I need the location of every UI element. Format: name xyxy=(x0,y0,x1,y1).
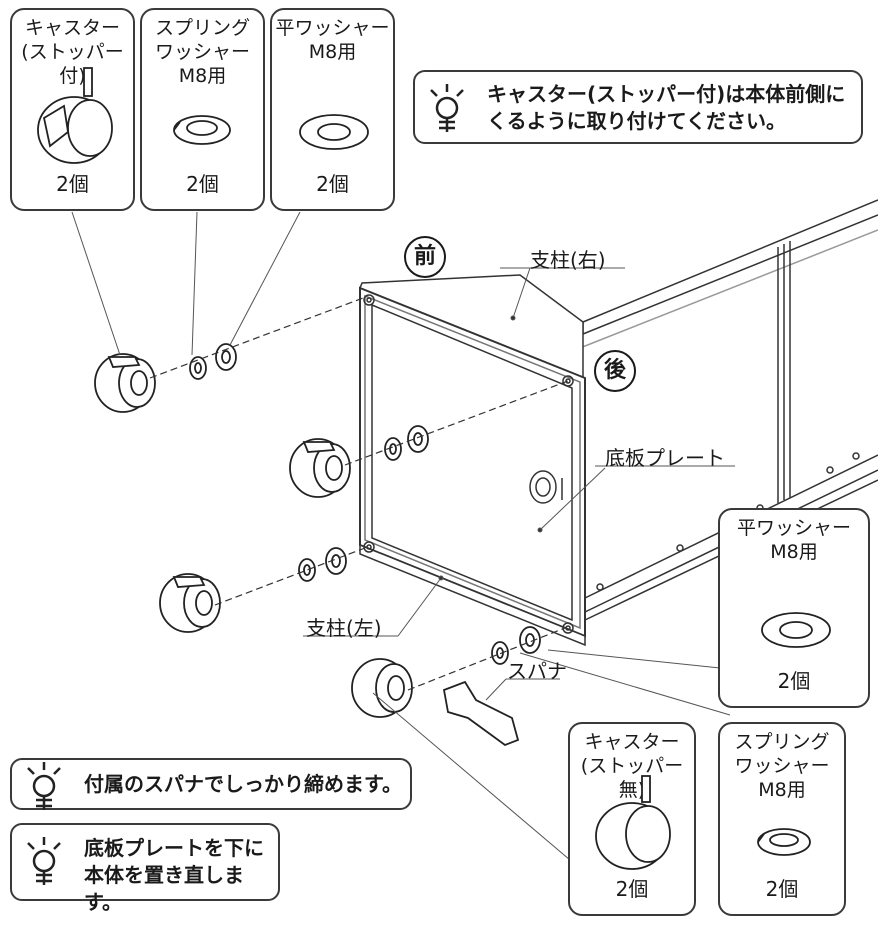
spring-washer-icon xyxy=(173,115,231,145)
note-text: キャスター(ストッパー付)は本体前側に くるように取り付けてください。 xyxy=(487,82,846,133)
part-quantity: 2個 xyxy=(777,669,811,693)
part-box-caster: キャスター (ストッパー無) 2個 xyxy=(568,722,696,916)
part-quantity: 2個 xyxy=(186,172,219,196)
part-box-spring-washer: スプリング ワッシャー M8用 2個 xyxy=(140,8,265,211)
label-bottom-plate: 底板プレート xyxy=(605,446,725,470)
pointing-hand-icon xyxy=(27,762,61,810)
note-text: 付属のスパナでしっかり締めます。 xyxy=(84,772,402,796)
note-spanner: 付属のスパナでしっかり締めます。 xyxy=(10,758,412,810)
part-name: キャスター (ストッパー無) xyxy=(580,731,684,801)
flat-washer-icon xyxy=(761,612,831,648)
part-quantity: 2個 xyxy=(615,877,649,901)
part-box-flat-washer-right: 平ワッシャー M8用 2個 xyxy=(718,508,870,708)
part-box-caster-with-stopper: キャスター (ストッパー付) 2個 xyxy=(10,8,135,211)
label-spanner: スパナ xyxy=(507,659,567,683)
part-name: キャスター (ストッパー付) xyxy=(21,17,124,87)
label-pillar-left: 支柱(左) xyxy=(306,616,382,640)
pointing-hand-icon xyxy=(27,837,61,885)
part-name: スプリング ワッシャー M8用 xyxy=(154,17,250,87)
part-name: スプリング ワッシャー M8用 xyxy=(734,731,830,801)
part-name: 平ワッシャー M8用 xyxy=(275,17,390,63)
caster-with-stopper-icon xyxy=(37,67,113,164)
flat-washer-icon xyxy=(299,114,369,150)
caster-icon xyxy=(595,775,671,870)
note-reposition: 底板プレートを下に 本体を置き直します。 xyxy=(10,823,280,914)
spring-washer-icon xyxy=(757,828,811,856)
front-marker: 前 xyxy=(404,236,446,278)
part-name: 平ワッシャー M8用 xyxy=(736,517,851,563)
part-quantity: 2個 xyxy=(316,172,349,196)
note-text: 底板プレートを下に 本体を置き直します。 xyxy=(84,836,264,914)
part-box-spring-washer-right: スプリング ワッシャー M8用 2個 xyxy=(718,722,846,916)
back-marker: 後 xyxy=(594,350,636,392)
note-caster-front: キャスター(ストッパー付)は本体前側に くるように取り付けてください。 xyxy=(413,70,863,144)
label-pillar-right: 支柱(右) xyxy=(530,248,606,272)
part-quantity: 2個 xyxy=(56,172,89,196)
pointing-hand-icon xyxy=(430,84,464,132)
part-box-flat-washer: 平ワッシャー M8用 2個 xyxy=(270,8,395,211)
part-quantity: 2個 xyxy=(765,877,799,901)
